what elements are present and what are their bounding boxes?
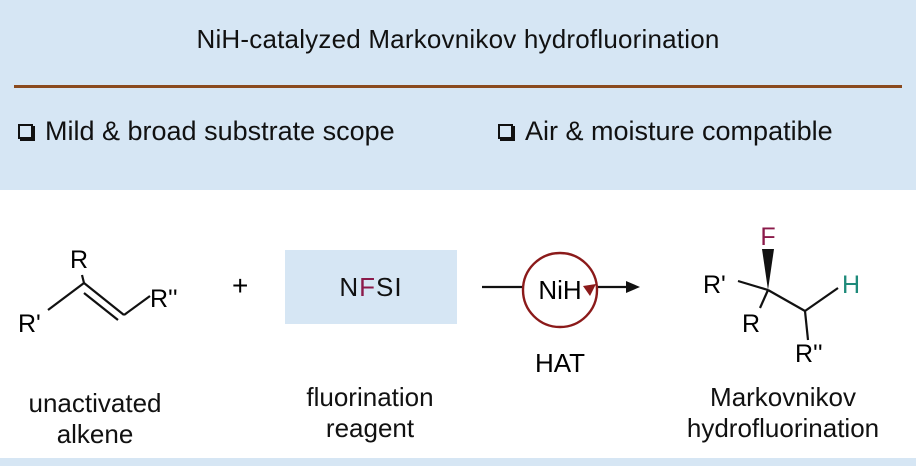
- atom-h: H: [842, 271, 860, 299]
- reagent-n: N: [339, 271, 360, 302]
- bond-double-inner: [83, 292, 119, 321]
- catalyst-name: NiH: [538, 275, 581, 305]
- atom-r-prime-product: R': [703, 271, 726, 299]
- bond-r-c1: [80, 274, 86, 284]
- bond-c1-c2: [767, 289, 806, 312]
- wedge-bond-c-f: [762, 249, 774, 290]
- bond-c2-rdoubleprime: [803, 310, 810, 341]
- bond-c1-rprime: [47, 282, 85, 311]
- reagent-si: SI: [376, 271, 403, 302]
- reaction-arrow: [482, 281, 640, 293]
- bond-double-outer: [83, 282, 125, 316]
- feature-air-moisture: Air & moisture compatible: [498, 116, 833, 147]
- checkbox-icon: [18, 124, 33, 139]
- atom-f: F: [760, 223, 775, 251]
- catalyst-mechanism: HAT: [535, 348, 585, 378]
- plus-sign: +: [232, 270, 248, 301]
- feature-substrate-scope: Mild & broad substrate scope: [18, 116, 395, 147]
- arrow-head-icon: [626, 281, 640, 293]
- bond-rprime-c1: [737, 279, 769, 292]
- bond-c2-rdoubleprime: [123, 295, 151, 316]
- checkbox-icon: [498, 124, 513, 139]
- substrate-label: unactivated alkene: [28, 388, 162, 449]
- alkene-structure: [47, 274, 151, 321]
- header-panel: NiH-catalyzed Markovnikov hydrofluorinat…: [0, 0, 916, 190]
- bond-c1-r: [758, 289, 770, 309]
- feature-label: Air & moisture compatible: [525, 116, 833, 146]
- atom-r-product: R: [742, 310, 760, 338]
- bond-c2-h: [804, 287, 839, 312]
- atom-r: R: [70, 246, 88, 274]
- atom-r-double-prime-product: R'': [795, 340, 823, 368]
- header-divider: [14, 85, 902, 88]
- catalyst-cycle-icon: [521, 251, 599, 329]
- atom-r-prime: R': [18, 310, 41, 338]
- product-structure: [737, 279, 839, 341]
- reagent-f: F: [359, 271, 377, 302]
- atom-r-double-prime: R'': [150, 285, 178, 313]
- feature-label: Mild & broad substrate scope: [45, 116, 395, 146]
- bottom-strip: [0, 458, 916, 466]
- scheme-title: NiH-catalyzed Markovnikov hydrofluorinat…: [196, 24, 720, 54]
- reagent-label: fluorination reagent: [306, 382, 434, 443]
- product-label: Markovnikov hydrofluorination: [686, 382, 880, 443]
